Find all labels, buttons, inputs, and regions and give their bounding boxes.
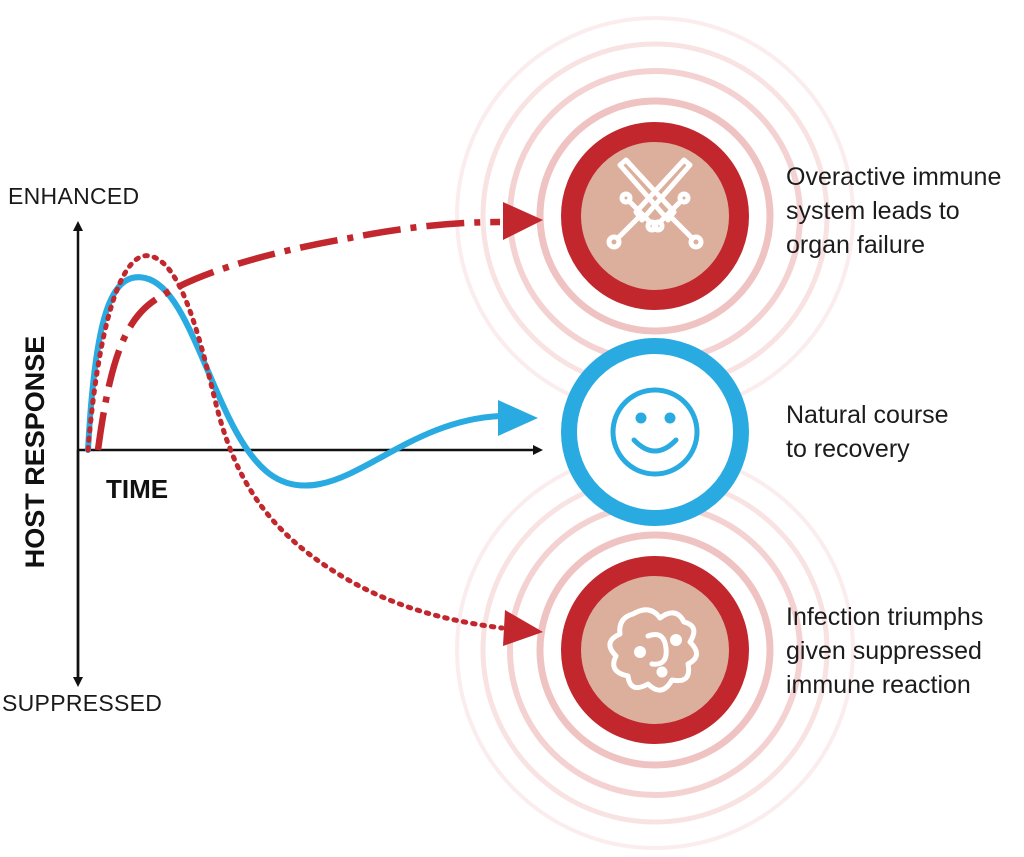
outcome-circle-infection [561,556,749,744]
outcome-label-overactive: Overactive immune system leads to organ … [786,160,1001,262]
outcome-line: Infection triumphs [786,603,984,631]
crossed-swords-icon [606,157,704,250]
outcome-line: given suppressed [786,637,982,665]
curve-overactive [94,218,501,451]
y-axis-top-label: ENHANCED [8,183,140,209]
outcome-line: to recovery [786,435,910,463]
outcome-line: Overactive immune [786,163,1002,191]
outcome-circle-overactive [561,122,749,310]
arrow-infection [503,610,543,646]
curve-infection [85,253,505,631]
outcome-line: Natural course [786,401,949,429]
outcome-line: immune reaction [786,671,971,699]
y-axis-bottom-label: SUPPRESSED [2,690,163,716]
axes [73,221,543,687]
x-axis-title: TIME [106,474,169,504]
outcome-line: system leads to [786,197,960,225]
outcome-line: organ failure [786,231,925,259]
arrow-overactive [503,202,543,240]
germ-icon [607,607,699,693]
y-axis-title: HOST RESPONSE [20,336,50,569]
outcome-circle-recovery [561,338,749,526]
curve-recovery [85,274,503,489]
smiley-face-icon [610,387,700,477]
arrow-recovery [498,400,538,436]
outcome-label-infection: Infection triumphs given suppressed immu… [786,600,983,702]
outcome-label-recovery: Natural course to recovery [786,398,949,466]
